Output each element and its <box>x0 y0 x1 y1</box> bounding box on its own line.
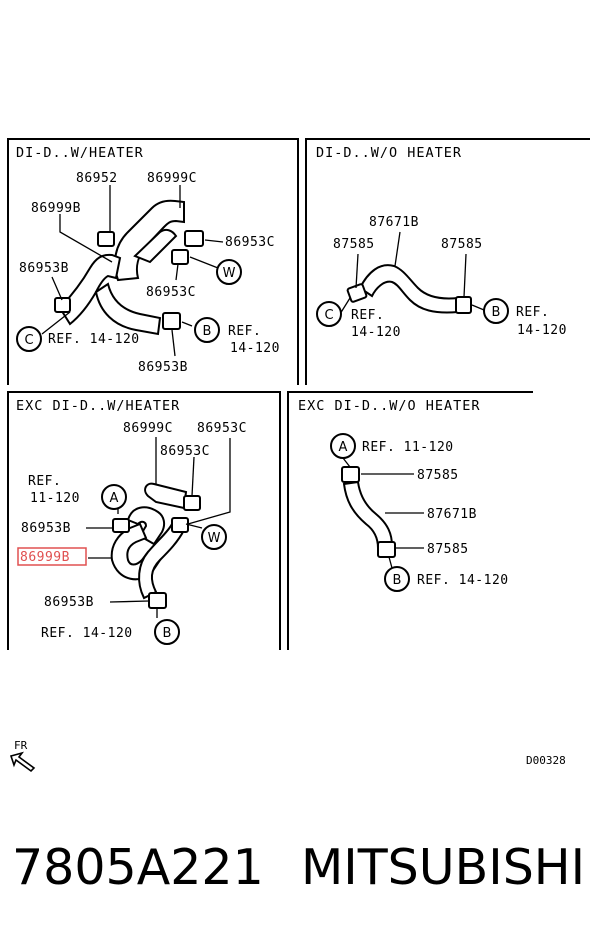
ref-circle-c <box>16 326 42 352</box>
label-86952: 86952 <box>76 171 118 186</box>
label-86999c: 86999C <box>123 421 173 436</box>
clamp-86952 <box>97 231 115 247</box>
hose-upper-bend <box>126 506 166 546</box>
panel-title: EXC DI-D..W/O HEATER <box>298 398 481 414</box>
ref-circle-c-letter: C <box>324 308 333 323</box>
clamp-86953b-right <box>162 312 181 330</box>
label-87671b: 87671B <box>427 507 477 522</box>
panel-title: DI-D..W/O HEATER <box>316 145 462 161</box>
ref-circle-b <box>384 566 410 592</box>
ref-circle-a <box>330 433 356 459</box>
ref-circle-a-letter: A <box>110 491 119 506</box>
hose-86999c <box>114 199 185 282</box>
panel-top-right: DI-D..W/O HEATER 87671B 87585 87585 REF.… <box>316 145 567 340</box>
label-87671b: 87671B <box>369 215 419 230</box>
clamp-87585-right <box>455 296 472 314</box>
ref-label-b-line2: 14-120 <box>230 341 280 356</box>
clamp-86953c-upper <box>184 230 204 247</box>
label-86953c-mid: 86953C <box>160 444 210 459</box>
label-86999b-highlighted: 86999B <box>20 550 70 565</box>
highlight-box <box>17 547 87 566</box>
ref-circle-c-letter: C <box>24 333 33 348</box>
hose-lower <box>138 522 186 600</box>
ref-circle-b-letter: B <box>163 626 172 641</box>
ref-circle-b <box>483 298 509 324</box>
ref-label-b: REF. 14-120 <box>417 573 509 588</box>
label-86953b: 86953B <box>21 521 71 536</box>
label-87585-right: 87585 <box>441 237 483 252</box>
panel-top-left: DI-D..W/HEATER 86952 86999C 86999B 86953… <box>16 145 280 375</box>
label-87585-left: 87585 <box>333 237 375 252</box>
panel-bottom-left: EXC DI-D..W/HEATER 86999C 86953C 86953C … <box>16 398 247 645</box>
panel-title: DI-D..W/HEATER <box>16 145 144 161</box>
label-86999b: 86999B <box>31 201 81 216</box>
label-86953c-lower: 86953C <box>146 285 196 300</box>
brand-name: MITSUBISHI <box>301 839 586 896</box>
ref-circle-w <box>216 259 242 285</box>
label-86953c: 86953C <box>225 235 275 250</box>
clamp-86953c-lower <box>171 249 189 265</box>
label-86953b-lower: 86953B <box>138 360 188 375</box>
ref-circle-b-letter: B <box>393 573 402 588</box>
clamp-87585-bottom <box>377 541 396 558</box>
clamp-86953b-lower <box>148 592 167 609</box>
clamp-86953b-upper <box>112 518 130 533</box>
clamp-87585-top <box>341 466 360 483</box>
label-86953b: 86953B <box>19 261 69 276</box>
label-86953c-top: 86953C <box>197 421 247 436</box>
front-label: FR <box>14 739 28 752</box>
ref-label-a-line2: 11-120 <box>30 491 80 506</box>
ref-circle-w-letter: W <box>223 266 236 281</box>
ref-circle-c <box>316 301 342 327</box>
hose-87671b <box>358 264 459 314</box>
clamp-86953c-upper <box>183 495 201 511</box>
ref-circle-w-letter: W <box>208 531 221 546</box>
front-marker: FR <box>9 739 36 773</box>
label-86953b-lower: 86953B <box>44 595 94 610</box>
front-arrow-icon <box>9 751 36 773</box>
panel-bottom-right: EXC DI-D..W/O HEATER REF. 11-120 87585 8… <box>298 398 509 592</box>
ref-circle-b-letter: B <box>492 305 501 320</box>
ref-label-c-line2: 14-120 <box>351 325 401 340</box>
label-87585-top: 87585 <box>417 468 459 483</box>
ref-circle-a <box>101 484 127 510</box>
label-86999c: 86999C <box>147 171 197 186</box>
ref-label-c: REF. 14-120 <box>48 332 140 347</box>
ref-label-a: REF. 11-120 <box>362 440 454 455</box>
ref-circle-b-letter: B <box>203 324 212 339</box>
ref-label-b-line1: REF. <box>228 324 261 339</box>
panel-frames <box>7 138 590 650</box>
ref-label-b: REF. 14-120 <box>41 626 133 641</box>
hose-86999c-upper <box>133 228 178 264</box>
panel-title: EXC DI-D..W/HEATER <box>16 398 180 414</box>
hose-86999c <box>144 482 188 510</box>
clamp-87585-left <box>346 283 368 303</box>
ref-label-a-line1: REF. <box>28 474 61 489</box>
ref-circle-a-letter: A <box>339 440 348 455</box>
clamp-86953b-left <box>54 297 71 313</box>
drawing-id: D00328 <box>526 754 566 767</box>
hose-87671b <box>342 480 394 550</box>
ref-circle-b <box>154 619 180 645</box>
ref-label-b-line1: REF. <box>516 305 549 320</box>
clamp-86953c-lower <box>171 517 189 533</box>
part-number: 7805A221 <box>12 839 264 896</box>
label-87585-bottom: 87585 <box>427 542 469 557</box>
ref-label-b-line2: 14-120 <box>517 323 567 338</box>
hose-86999b <box>58 253 122 326</box>
ref-circle-b <box>194 317 220 343</box>
hose-lower <box>94 282 162 336</box>
ref-label-c-line1: REF. <box>351 308 384 323</box>
ref-circle-w <box>201 524 227 550</box>
